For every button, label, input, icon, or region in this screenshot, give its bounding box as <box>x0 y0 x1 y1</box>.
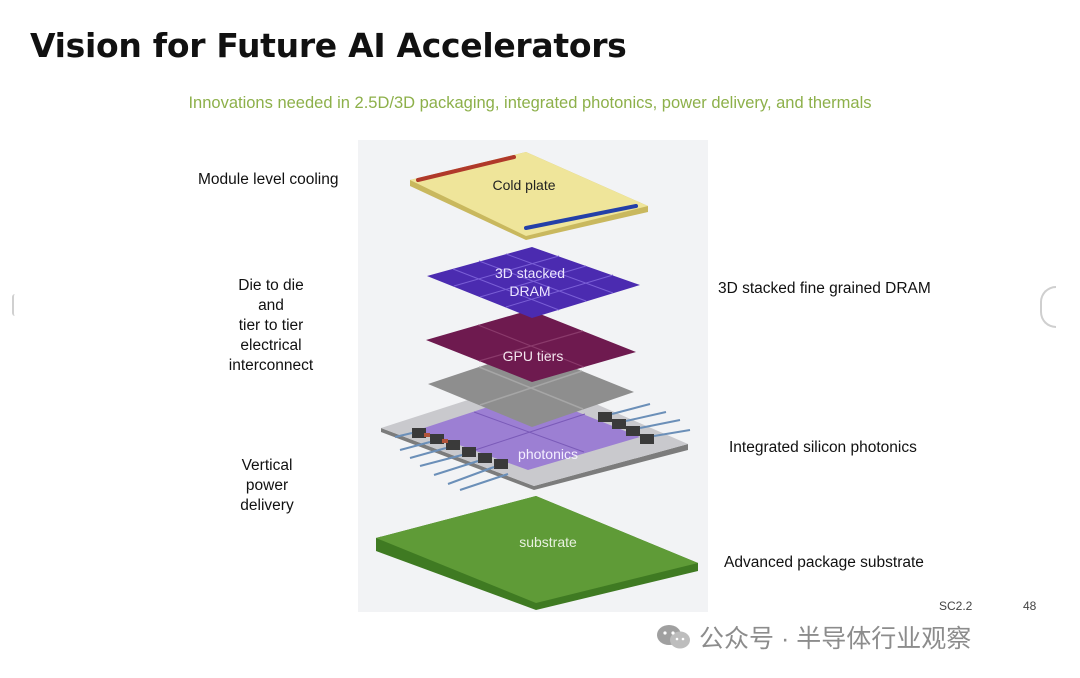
substrate-layer <box>376 496 698 603</box>
optical-engines-left <box>412 428 508 469</box>
interconnect-label-line: electrical <box>240 337 302 354</box>
next-slide-handle[interactable] <box>1040 286 1056 328</box>
cold-plate-outlet <box>524 204 638 230</box>
interconnect-label-line: Die to die <box>238 277 304 294</box>
watermark: 公众号 · 半导体行业观察 <box>655 619 971 655</box>
base-tier-grid-line <box>479 370 583 406</box>
optical-engines-right <box>598 412 654 444</box>
slide-title: Vision for Future AI Accelerators <box>30 26 627 65</box>
substrate-layer-label: substrate <box>519 534 577 550</box>
slide-subtitle: Innovations needed in 2.5D/3D packaging,… <box>188 94 872 112</box>
module-cooling-label: Module level cooling <box>198 171 339 188</box>
photonics-description-label: Integrated silicon photonics <box>729 439 917 456</box>
photonics-layer-label: photonics <box>518 446 578 462</box>
optical-engine-accents-left <box>424 433 448 443</box>
dram-label-line2: DRAM <box>509 283 550 299</box>
photonics-grid-line <box>471 413 586 452</box>
substrate-description-label: Advanced package substrate <box>724 554 924 571</box>
dram-grid <box>452 253 614 311</box>
cold-plate-layer <box>410 152 648 236</box>
dram-description-label: 3D stacked fine grained DRAM <box>718 280 931 297</box>
previous-slide-handle[interactable] <box>12 294 18 316</box>
dram-label-line1: 3D stacked <box>495 265 565 281</box>
interconnect-label-line: and <box>258 297 284 314</box>
fibers-left <box>394 432 509 491</box>
cold-plate-inlet <box>416 155 516 182</box>
cold-plate-label: Cold plate <box>492 177 555 193</box>
power-delivery-label: Vertical power delivery <box>218 456 316 516</box>
gpu-tiers-label: GPU tiers <box>503 348 564 364</box>
watermark-text: 公众号 · 半导体行业观察 <box>699 625 972 653</box>
wechat-icon <box>657 625 690 649</box>
power-delivery-label-line: power <box>245 477 289 494</box>
power-delivery-label-line: Vertical <box>241 457 293 474</box>
page-number: 48 <box>1023 599 1037 613</box>
interconnect-label: Die to die and tier to tier electrical i… <box>205 276 337 376</box>
fibers-right <box>611 403 691 437</box>
gpu-grid-line <box>478 330 584 362</box>
section-id: SC2.2 <box>939 599 973 613</box>
interconnect-label-line: tier to tier <box>238 317 304 334</box>
dram-layer <box>427 247 640 318</box>
interconnect-label-line: interconnect <box>228 357 314 374</box>
power-delivery-label-line: delivery <box>240 497 294 514</box>
